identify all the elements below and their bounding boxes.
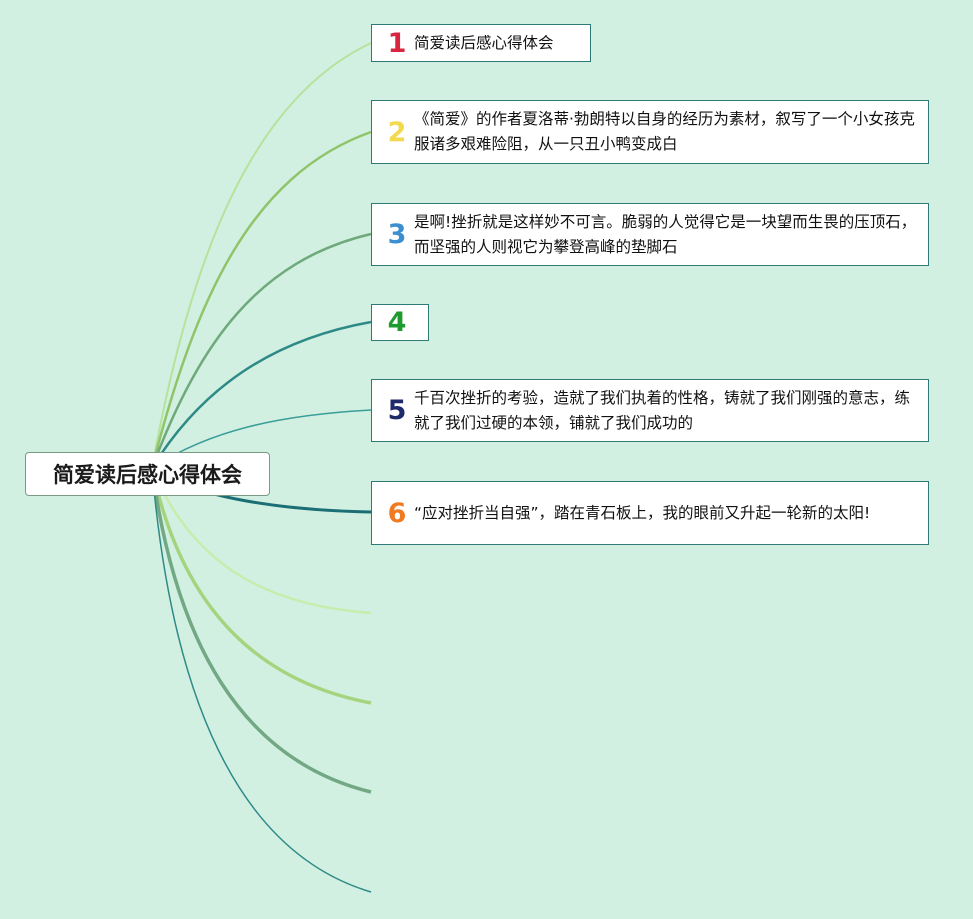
topic-node-4[interactable]: 4 bbox=[371, 304, 429, 341]
number-badge-1: 1 bbox=[387, 27, 407, 59]
root-topic-label: 简爱读后感心得体会 bbox=[53, 463, 242, 487]
topic-node-5[interactable]: 5 千百次挫折的考验，造就了我们执着的性格，铸就了我们刚强的意志，练就了我们过硬… bbox=[371, 379, 929, 442]
topic-node-1[interactable]: 1 简爱读后感心得体会 bbox=[371, 24, 591, 62]
topic-text-1: 简爱读后感心得体会 bbox=[414, 33, 554, 52]
edge-empty-2 bbox=[150, 467, 372, 705]
number-badge-4: 4 bbox=[387, 307, 407, 338]
number-badge-2: 2 bbox=[387, 116, 407, 148]
edge-empty-4 bbox=[151, 467, 372, 893]
edge-empty-3 bbox=[150, 467, 372, 794]
topic-text-6: “应对挫折当自强”，踏在青石板上，我的眼前又升起一轮新的太阳! bbox=[414, 503, 871, 522]
edge-to-node-4 bbox=[150, 320, 372, 469]
topic-text-3: 是啊!挫折就是这样妙不可言。脆弱的人觉得它是一块望而生畏的压顶石，而坚强的人则视… bbox=[414, 212, 917, 256]
topic-text-2: 《简爱》的作者夏洛蒂·勃朗特以自身的经历为素材，叙写了一个小女孩克服诸多艰难险阻… bbox=[414, 110, 915, 153]
edge-to-node-3 bbox=[150, 232, 372, 469]
edge-to-node-2 bbox=[150, 130, 372, 469]
edge-empty-1 bbox=[150, 467, 372, 615]
number-badge-6: 6 bbox=[387, 497, 407, 529]
topic-node-6[interactable]: 6 “应对挫折当自强”，踏在青石板上，我的眼前又升起一轮新的太阳! bbox=[371, 481, 929, 545]
root-topic[interactable]: 简爱读后感心得体会 bbox=[25, 452, 270, 496]
number-badge-3: 3 bbox=[387, 219, 407, 250]
topic-node-3[interactable]: 3 是啊!挫折就是这样妙不可言。脆弱的人觉得它是一块望而生畏的压顶石，而坚强的人… bbox=[371, 203, 929, 266]
number-badge-5: 5 bbox=[387, 395, 407, 426]
topic-node-2[interactable]: 2 《简爱》的作者夏洛蒂·勃朗特以自身的经历为素材，叙写了一个小女孩克服诸多艰难… bbox=[371, 100, 929, 164]
edge-to-node-1 bbox=[151, 42, 372, 469]
topic-text-5: 千百次挫折的考验，造就了我们执着的性格，铸就了我们刚强的意志，练就了我们过硬的本… bbox=[414, 388, 911, 432]
